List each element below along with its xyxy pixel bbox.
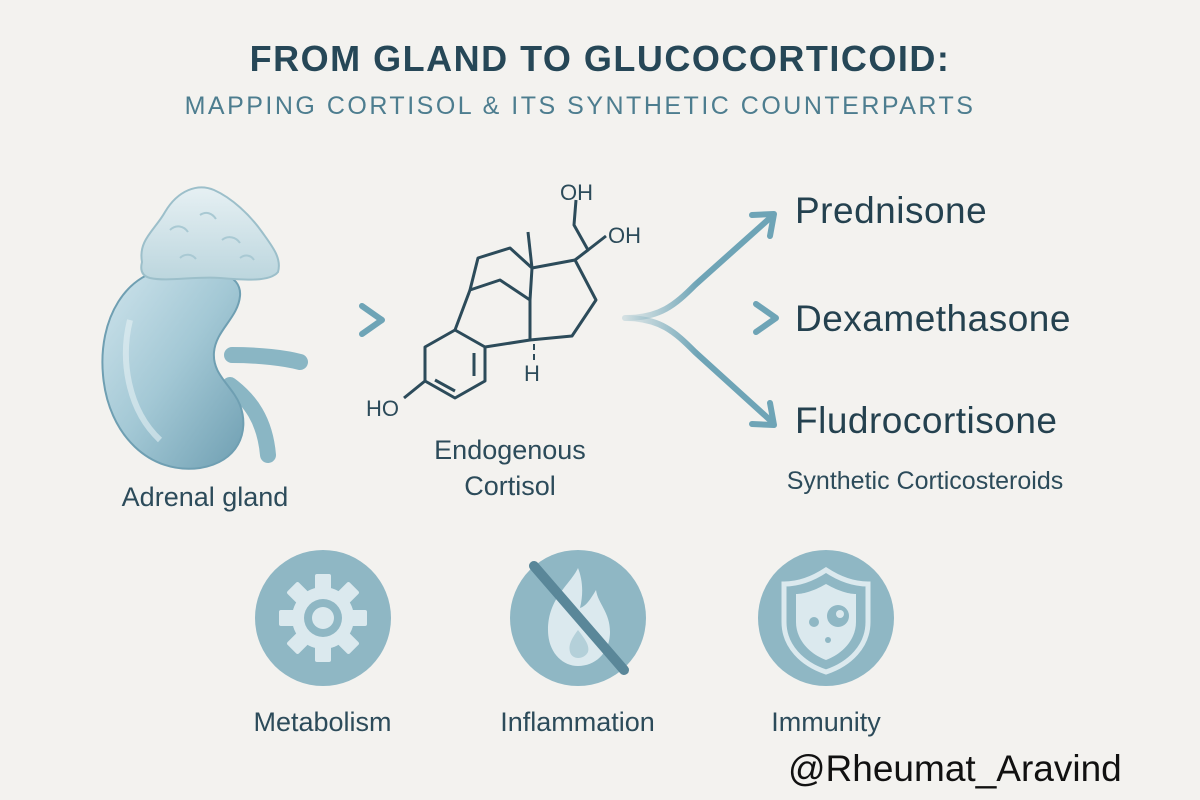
cortisol-structure [403,199,607,400]
drug-fludrocortisone: Fludrocortisone [795,400,1058,441]
shield-icon [781,566,871,675]
atom-oh-right: OH [608,223,641,248]
drug-dexamethasone: Dexamethasone [795,298,1071,339]
cortisol-atom-labels: OH OH HO H [366,180,641,421]
adrenal-gland-illustration [101,186,308,470]
watermark-handle: @Rheumat_Aravind [788,748,1122,789]
adrenal-cap [140,186,280,281]
kidney [101,266,245,470]
crossed-flame-icon [529,561,629,675]
branch-arrows [622,211,779,428]
drug-prednisone: Prednisone [795,190,988,231]
metabolism-icon-circle [255,550,391,686]
page-subtitle: MAPPING CORTISOL & ITS SYNTHETIC COUNTER… [184,92,976,120]
atom-ho-left: HO [366,396,399,421]
atom-h-bottom: H [524,361,540,386]
page-title: FROM GLAND TO GLUCOCORTICOID: [249,38,951,79]
effect-label-metabolism: Metabolism [253,707,392,737]
inflammation-icon-circle [510,550,646,686]
gear-icon [279,574,367,662]
adrenal-gland-label: Adrenal gland [121,482,289,512]
cortisol-label: Endogenous Cortisol [410,432,610,504]
immunity-icon-circle [758,550,894,686]
cortisol-label-line2: Cortisol [464,471,556,501]
arrow-to-cortisol [315,303,385,337]
effect-label-immunity: Immunity [771,707,881,737]
effect-label-inflammation: Inflammation [500,707,655,737]
renal-vessel [224,347,308,370]
cortisol-label-line1: Endogenous [434,435,586,465]
synthetic-caption: Synthetic Corticosteroids [786,467,1064,495]
atom-oh-top: OH [560,180,593,205]
ureter [222,377,276,463]
